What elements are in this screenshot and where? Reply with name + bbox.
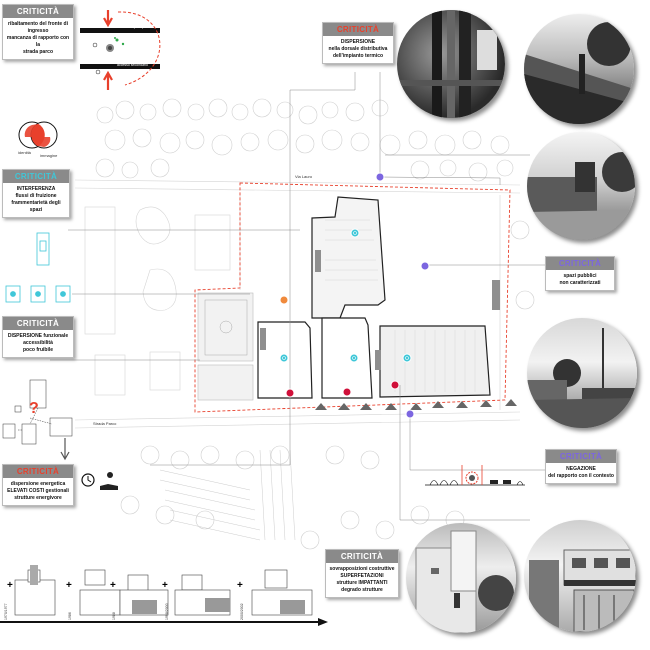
card-header: CRITICITÀ [3,465,73,478]
card-body: DISPERSIONE funzionale accessibilità poc… [3,330,73,357]
timeline-diagrams [0,565,328,626]
criticality-card-entrance: CRITICITÀ ribaltamento del fronte di ing… [2,4,74,60]
entrance-left-label: strada [82,25,92,29]
card-line: del rapporto con il contesto [548,473,614,479]
photo-circle-heating-pipes [397,10,505,118]
timeline-label: 1986 [68,612,72,620]
criticality-card-energy: CRITICITÀ dispersione energetica ELEVATI… [2,464,74,506]
card-header: CRITICITÀ [546,257,614,270]
entrance-diagram [80,10,161,90]
card-line: sovrapposizioni costruttive [329,566,395,572]
card-body: NEGAZIONE del rapporto con il contesto [546,463,616,483]
criticality-card-interference: CRITICITÀ INTERFERENZA flussi di fruizio… [2,169,70,218]
photo-circle-school-facade [406,523,516,633]
site-boundary [194,182,511,413]
card-line: ELEVATI COSTI gestionali [7,488,69,494]
photo-circle-wall-graffiti [524,14,634,124]
card-line: flussi di fruizione [15,193,57,199]
timeline-label: 1998/2000 [165,603,169,620]
card-line: strutture energivore [14,495,62,501]
card-line: strutture IMPATTANTI [336,580,388,586]
card-body: ribaltamento del fronte di ingresso manc… [3,18,73,59]
photo-circle-courtyard [527,132,635,240]
venn-diagram [18,121,58,149]
street-label-south: Strada Parco [93,421,117,426]
criticality-card-accessibility: CRITICITÀ DISPERSIONE funzionale accessi… [2,316,74,358]
card-header: CRITICITÀ [546,450,616,463]
timeline-label: 2000/2002 [240,603,244,620]
money-hand-icon [100,472,118,490]
card-line: INTERFERENZA [16,186,56,192]
parking-stripes [159,449,296,541]
question-mark-icon: ? [29,400,39,417]
timeline-label: 1988 [112,612,116,620]
card-body: INTERFERENZA flussi di fruizione frammen… [3,183,69,217]
card-body: dispersione energetica ELEVATI COSTI ges… [3,478,73,505]
venn-label-identity: identità [18,150,31,155]
card-header: CRITICITÀ [323,23,393,36]
school-buildings [257,196,491,399]
marker-rings [282,231,409,360]
cyan-space-icons [5,232,71,303]
photo-pipes-drawing [397,10,505,118]
timeline-plus: + [7,580,13,591]
building-volumes [260,250,500,370]
criticality-card-context: CRITICITÀ NEGAZIONE del rapporto con il … [545,449,617,484]
photo-circle-entrance-building [524,520,636,632]
tree-canopies [95,98,535,570]
sports-fields [197,292,254,401]
photo-sky-drawing [527,328,637,428]
card-header: CRITICITÀ [326,550,398,563]
card-header: CRITICITÀ [3,5,73,18]
timeline-plus: + [237,580,243,591]
entrance-right-label: accesso principale [120,25,149,29]
card-line: accessibilità [23,340,53,346]
photo-courtyard-drawing [527,152,635,240]
card-line: ribaltamento del fronte di [7,21,68,27]
card-line: non caratterizzati [559,280,601,286]
card-line: dell'impianto termico [332,53,384,59]
card-line: spazi pubblici [563,273,597,279]
card-body: DISPERSIONE nella dorsale distributiva d… [323,36,393,63]
venn-label-image: immagine [40,153,58,158]
card-line: NEGAZIONE [566,466,596,472]
card-line: nella dorsale distributiva [328,46,388,52]
criticality-markers [279,172,430,419]
card-line: DISPERSIONE funzionale [7,333,69,339]
photo-entrance-drawing [529,549,636,632]
card-body: spazi pubblici non caratterizzati [546,270,614,290]
criticality-card-heating: CRITICITÀ DISPERSIONE nella dorsale dist… [322,22,394,64]
street-triangles [315,399,517,410]
card-header: CRITICITÀ [3,170,69,183]
card-line: poco fruibile [23,347,53,353]
timeline-plus: + [66,580,72,591]
card-line: dispersione energetica [10,481,66,487]
criticality-card-superfetations: CRITICITÀ sovrapposizioni costruttive SU… [325,549,399,598]
street-section-diagram [425,465,525,486]
card-body: sovrapposizioni costruttive SUPERFETAZIO… [326,563,398,597]
card-line: frammentarietà degli spazi [11,200,61,213]
card-line: mancanza di rapporto con la [6,35,70,48]
card-line: ingresso [27,28,49,34]
photo-wall-drawing [524,22,634,124]
timeline-label: 1970/1977 [4,603,8,620]
street-label-north: Via Lauro [295,174,313,179]
card-line: DISPERSIONE [340,39,376,45]
card-line: SUPERFETAZIONI [340,573,384,579]
card-header: CRITICITÀ [3,317,73,330]
timeline-plus: + [110,580,116,591]
entrance-bottom-label: accesso secondario [117,63,148,67]
card-line: degrado strutture [341,587,383,593]
card-line: strada parco [22,49,53,55]
clock-icon [81,473,95,487]
criticality-card-public-spaces: CRITICITÀ spazi pubblici non caratterizz… [545,256,615,291]
photo-facade-drawing [415,530,514,633]
timeline-plus: + [162,580,168,591]
leader-lines [50,72,545,521]
photo-circle-sky-buildings [527,318,637,428]
access-diagram [2,379,73,461]
